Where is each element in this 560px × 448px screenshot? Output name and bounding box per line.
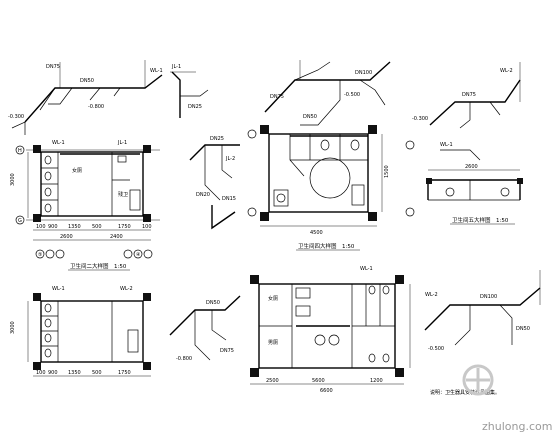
iso-pipe-top-left: DN75 DN50 -0.800 -0.300 WL-1 bbox=[8, 60, 163, 135]
dim-label: 500 bbox=[92, 224, 102, 230]
dim-label: 2400 bbox=[110, 234, 123, 240]
level-label: -0.300 bbox=[8, 114, 24, 120]
dim-label: 2600 bbox=[60, 234, 73, 240]
dim-label: 500 bbox=[92, 370, 102, 376]
plan-toilet-bottom-left: WL-1 WL-2 3000 100 900 1350 500 1750 bbox=[10, 286, 151, 377]
dim-label: DN75 bbox=[220, 348, 234, 354]
iso-pipe-top-right: WL-2 DN75 -0.300 bbox=[412, 62, 521, 129]
dim-label: 4500 bbox=[310, 230, 323, 236]
pipe-label: WL-1 bbox=[360, 266, 373, 272]
dim-label: 3000 bbox=[10, 173, 16, 186]
dim-label: 1350 bbox=[68, 224, 81, 230]
pipe-label: JL-1 bbox=[117, 140, 127, 146]
axis-label: ④ bbox=[136, 252, 141, 258]
iso-pipe-bottom-center-left: DN50 -0.800 DN75 bbox=[169, 295, 241, 362]
iso-pipe-center: DN25 JL-2 DN20 DN15 bbox=[189, 136, 240, 230]
pipe-label: WL-1 bbox=[52, 286, 65, 292]
pipe-label: JL-1 bbox=[171, 64, 181, 70]
axis-label: ⑤ bbox=[38, 252, 42, 258]
dim-label: 1750 bbox=[118, 224, 131, 230]
dim-label: 3000 bbox=[10, 321, 16, 334]
dim-label: 1200 bbox=[370, 378, 383, 384]
dim-label: 6600 bbox=[320, 388, 333, 394]
level-label: -0.800 bbox=[88, 104, 104, 110]
dim-label: 900 bbox=[48, 370, 58, 376]
dim-label: DN75 bbox=[462, 92, 476, 98]
room-label: 男厕 bbox=[268, 340, 278, 346]
drawing-scale: 1:50 bbox=[342, 244, 355, 250]
dim-label: DN25 bbox=[188, 104, 202, 110]
drawing-title: 卫生间二大样图 bbox=[70, 262, 109, 270]
dim-label: 2600 bbox=[465, 164, 478, 170]
dim-label: DN75 bbox=[270, 94, 284, 100]
drawing-title: 卫生间四大样图 bbox=[298, 242, 337, 250]
drawing-title: 卫生间五大样图 bbox=[452, 216, 491, 224]
dim-label: DN100 bbox=[355, 70, 372, 76]
pipe-label: WL-1 bbox=[440, 142, 453, 148]
axis-label: G bbox=[18, 218, 22, 224]
drawing-scale: 1:50 bbox=[114, 264, 127, 270]
pipe-label: WL-2 bbox=[425, 292, 438, 298]
watermark-text: zhulong.com bbox=[482, 420, 552, 433]
pipe-label: WL-1 bbox=[150, 68, 163, 74]
dim-label: 100 bbox=[36, 224, 46, 230]
level-label: -0.500 bbox=[344, 92, 360, 98]
level-label: -0.800 bbox=[176, 356, 192, 362]
plan-toilet-4: 4500 1500 卫生间四大样图 1:50 bbox=[247, 125, 415, 251]
dim-label: DN25 bbox=[210, 136, 224, 142]
iso-pipe-top-center: DN75 -0.500 DN100 DN50 bbox=[264, 60, 391, 126]
room-label: 女厕 bbox=[72, 167, 82, 174]
dim-label: DN50 bbox=[516, 326, 530, 332]
room-label: 残卫 bbox=[118, 191, 128, 198]
level-label: -0.500 bbox=[428, 346, 444, 352]
drawing-scale: 1:50 bbox=[496, 218, 509, 224]
dim-label: DN20 bbox=[196, 192, 210, 198]
pipe-label: JL-2 bbox=[225, 156, 235, 162]
dim-label: 1350 bbox=[68, 370, 81, 376]
dim-label: DN75 bbox=[46, 64, 60, 70]
axis-label: H bbox=[18, 148, 22, 154]
dim-label: 100 bbox=[142, 224, 152, 230]
dim-label: DN50 bbox=[303, 114, 317, 120]
dim-label: 5600 bbox=[312, 378, 325, 384]
dim-label: DN100 bbox=[480, 294, 497, 300]
dim-label: DN50 bbox=[206, 300, 220, 306]
plan-toilet-2: 女厕 残卫 WL-1 JL-1 H G 3000 100 900 1350 50… bbox=[10, 140, 160, 271]
dim-label: 100 bbox=[36, 370, 46, 376]
iso-pipe-bottom-right: WL-2 DN100 -0.500 DN50 说明：卫生器具安装详见图集。 bbox=[424, 270, 541, 396]
plan-toilet-bottom-center: 女厕 男厕 WL-1 2500 5600 1200 6600 bbox=[250, 266, 411, 394]
room-label: 女厕 bbox=[268, 295, 278, 302]
pipe-label: WL-1 bbox=[52, 140, 65, 146]
watermark: zhulong.com bbox=[462, 364, 552, 433]
note-text: 说明：卫生器具安装详见图集。 bbox=[430, 389, 500, 396]
pipe-label: WL-2 bbox=[500, 68, 513, 74]
dim-label: 900 bbox=[48, 224, 58, 230]
dim-label: 1750 bbox=[118, 370, 131, 376]
plan-toilet-5: 2600 WL-1 卫生间五大样图 1:50 bbox=[426, 142, 523, 225]
dim-label: 2500 bbox=[266, 378, 279, 384]
iso-pipe-top-left-2: JL-1 DN25 bbox=[170, 64, 209, 118]
dim-label: DN15 bbox=[222, 196, 236, 202]
pipe-label: WL-2 bbox=[120, 286, 133, 292]
dim-label: 1500 bbox=[384, 165, 390, 178]
dim-label: DN50 bbox=[80, 78, 94, 84]
level-label: -0.300 bbox=[412, 116, 428, 122]
